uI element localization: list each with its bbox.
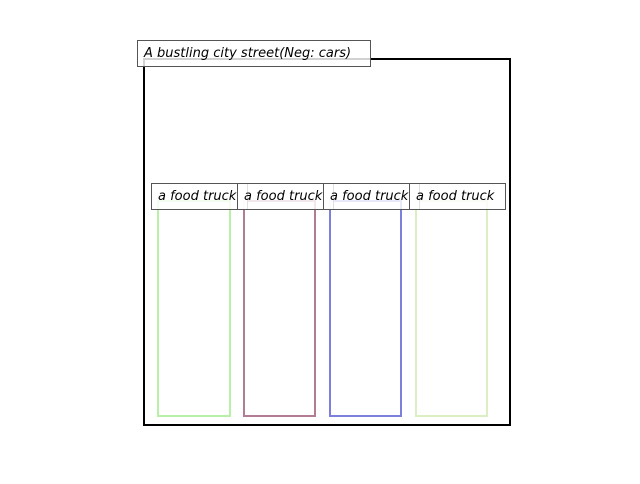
object-box-1 (157, 200, 231, 417)
object-label-3: a food truck (323, 183, 420, 210)
scene-frame (143, 58, 511, 426)
object-box-2 (243, 200, 316, 417)
scene-caption: A bustling city street(Neg: cars) (137, 40, 371, 67)
object-box-4 (415, 200, 488, 417)
object-label-4: a food truck (409, 183, 506, 210)
object-label-1: a food truck (151, 183, 248, 210)
object-box-3 (329, 200, 402, 417)
object-label-2: a food truck (237, 183, 334, 210)
